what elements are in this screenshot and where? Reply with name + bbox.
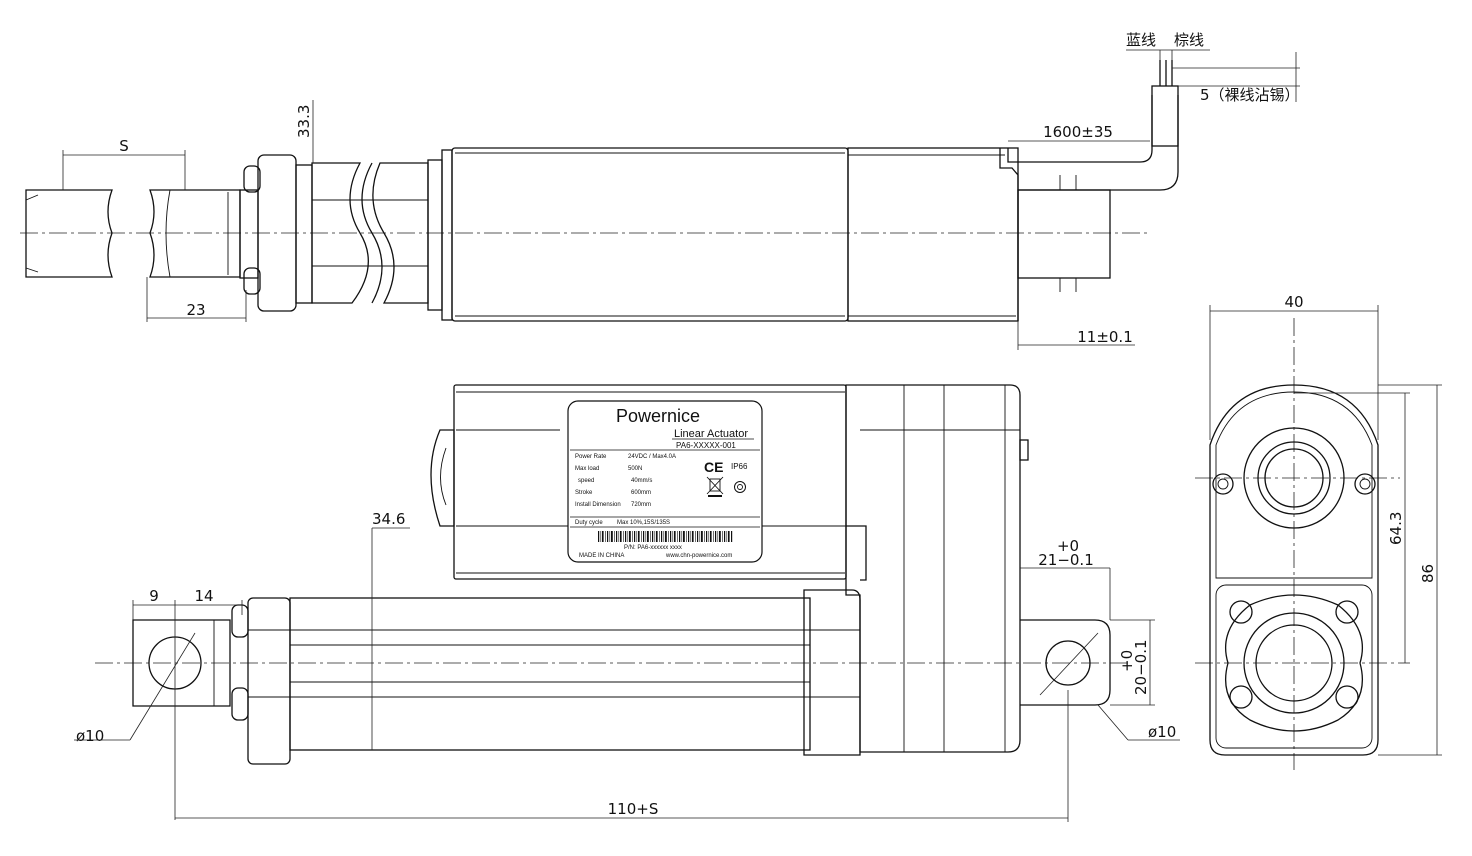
- wire-blue-label: 蓝线: [1126, 31, 1156, 49]
- dim-40: 40: [1284, 293, 1303, 311]
- dim-strip: 5（裸线沾锡）: [1200, 86, 1300, 104]
- rod-end: [132, 619, 231, 707]
- cable: [1007, 95, 1153, 163]
- label-row-value: 24VDC / Max4.0A: [628, 454, 676, 460]
- weee-icon: [706, 476, 724, 497]
- label-product: Linear Actuator: [674, 428, 748, 440]
- dim-total: 110+S: [608, 800, 659, 818]
- label-row-key: Power Rate: [575, 454, 607, 460]
- dim-14: 14: [194, 587, 213, 605]
- label-row-key: Stroke: [575, 490, 593, 496]
- dim-plus0-a: +0: [1057, 537, 1079, 555]
- wire-brown-label: 棕线: [1174, 31, 1204, 49]
- label-made-in: MADE IN CHINA: [579, 553, 624, 559]
- dim-34-6: 34.6: [372, 510, 405, 528]
- dim-33-3: 33.3: [295, 105, 313, 138]
- label-row-value: 600mm: [631, 490, 651, 496]
- dim-hole-right: ø10: [1148, 723, 1176, 741]
- front-view: 9 14 34.6 +0 21−0.1 +0 20−0.1 ø10 ø10 11…: [74, 384, 1180, 822]
- ce-mark: CE: [704, 459, 723, 475]
- dim-s: S: [119, 137, 129, 155]
- top-view: S 23 33.3 1600±35 11±0.1 蓝线 棕线 5（裸线沾锡）: [20, 31, 1300, 350]
- label-model: PA6-XXXXX-001: [676, 441, 736, 450]
- dim-23: 23: [186, 301, 205, 319]
- rear-hole: [1045, 640, 1091, 686]
- barcode: [598, 531, 733, 542]
- motor-end-cap: [430, 429, 455, 527]
- label-row-key: speed: [578, 478, 594, 484]
- label-row-value: 40mm/s: [631, 478, 652, 484]
- label-pn: P/N: PA6-xxxxxx xxxx: [624, 545, 682, 551]
- dim-shaft: 11±0.1: [1077, 328, 1133, 346]
- dim-hole-left: ø10: [76, 727, 104, 745]
- label-website: www.chn-powernice.com: [665, 553, 732, 559]
- outer-tube: [289, 597, 811, 751]
- dim-9: 9: [149, 587, 159, 605]
- label-row-key: Install Dimension: [575, 502, 621, 508]
- label-row-value: 500N: [628, 466, 642, 472]
- dim-cable-length: 1600±35: [1043, 123, 1113, 141]
- rod-end-piece-right: [149, 189, 241, 278]
- end-view: 40 64.3 86: [1195, 293, 1442, 770]
- end-outline: [1209, 384, 1379, 756]
- tube-clamp: [803, 589, 861, 756]
- outer-tube-front: [311, 162, 369, 304]
- rohs-icon: [734, 481, 746, 493]
- label-ip: IP66: [731, 462, 748, 471]
- product-label: Powernice Linear Actuator PA6-XXXXX-001 …: [567, 400, 763, 563]
- gearbox-top: [847, 147, 1019, 322]
- label-duty-value: Max 10%,15S/135S: [617, 520, 670, 526]
- rear-clevis: [1020, 619, 1111, 706]
- front-collar: [239, 189, 259, 279]
- motor-housing-top: [451, 147, 849, 322]
- rod-end-piece-left: [25, 189, 113, 278]
- tube-bore: [1255, 624, 1333, 702]
- screw-right: [1354, 473, 1376, 495]
- dim-64-3: 64.3: [1387, 512, 1405, 545]
- screw-left: [1212, 473, 1234, 495]
- label-brand: Powernice: [616, 406, 700, 426]
- shaft-bore: [1257, 441, 1331, 515]
- cable-sleeve: [1151, 85, 1179, 147]
- label-row-value: 720mm: [631, 502, 651, 508]
- dim-21: 21−0.1: [1038, 551, 1094, 569]
- dim-plus0-b: +0: [1118, 650, 1136, 672]
- dim-20: 20−0.1: [1132, 639, 1150, 695]
- label-row-key: Max load: [575, 466, 599, 472]
- outer-tube-rear: [372, 162, 429, 304]
- rear-clevis-top: [1017, 189, 1111, 279]
- front-cap-front: [247, 597, 291, 765]
- label-duty-key: Duty cycle: [575, 520, 603, 526]
- gearbox-front: [845, 384, 1021, 753]
- dim-86: 86: [1419, 564, 1437, 583]
